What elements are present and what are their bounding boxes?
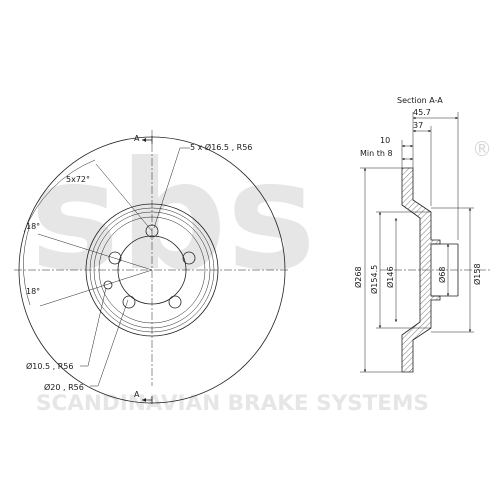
bolt-hole [182, 251, 196, 265]
bolt-hole [168, 295, 182, 309]
pin-leader [90, 299, 129, 387]
dia-146: Ø146 [385, 266, 395, 288]
small-hole [103, 280, 113, 290]
hat-ring-2 [89, 207, 215, 333]
holes-callout: 5 x Ø16.5 , R56 [190, 142, 252, 152]
disc-section-profile [401, 167, 441, 373]
bolt-holes [103, 224, 196, 309]
holes-leader [153, 147, 190, 229]
small-hole-callout: Ø10.5 , R56 [26, 361, 73, 371]
dim-overall-height: 45.7 [413, 108, 431, 117]
small-hole-leader [80, 287, 107, 367]
angle-upper-label: 18° [26, 222, 40, 231]
pitch-leader [95, 163, 153, 232]
min-thickness: Min th 8 [360, 149, 393, 158]
dim-thickness: 10 [380, 136, 390, 145]
pin-callout: Ø20 , R56 [44, 382, 84, 392]
hat-ring-4 [98, 216, 206, 324]
dia-158: Ø158 [472, 263, 482, 285]
bolt-hole [145, 224, 159, 238]
radial-line-lower [39, 269, 153, 307]
hat-ring-3 [93, 211, 211, 329]
pitch-arc [23, 159, 96, 233]
front-view: A A 5x72° 5 x Ø16.5 , R56 18° 18° Ø10.5 … [14, 130, 290, 404]
angle-lower-label: 18° [26, 287, 40, 296]
bolt-hole [122, 295, 136, 309]
bolt-hole [108, 251, 122, 265]
pitch-angle-label: 5x72° [66, 175, 90, 184]
dia-outer: Ø268 [353, 266, 363, 288]
dim-hat-height: 37 [413, 121, 423, 130]
brand-tagline: SCANDINAVIAN BRAKE SYSTEMS [36, 391, 429, 416]
dia-154: Ø154.5 [369, 265, 379, 294]
radial-line-upper [37, 233, 153, 271]
section-title: Section A-A [397, 96, 443, 105]
sbs-logo-watermark: sbs [30, 130, 316, 304]
section-view: Section A-A 45.7 37 10 Min th 8 Ø268 Ø15… [353, 96, 490, 373]
center-bore [117, 235, 187, 305]
registered-mark: ® [472, 137, 492, 161]
section-marker-top: A [134, 134, 140, 143]
dia-68: Ø68 [437, 267, 447, 283]
hat-ring-outer [85, 203, 219, 337]
section-marker-bottom: A [134, 390, 140, 399]
watermark: sbs ® SCANDINAVIAN BRAKE SYSTEMS [30, 130, 492, 416]
